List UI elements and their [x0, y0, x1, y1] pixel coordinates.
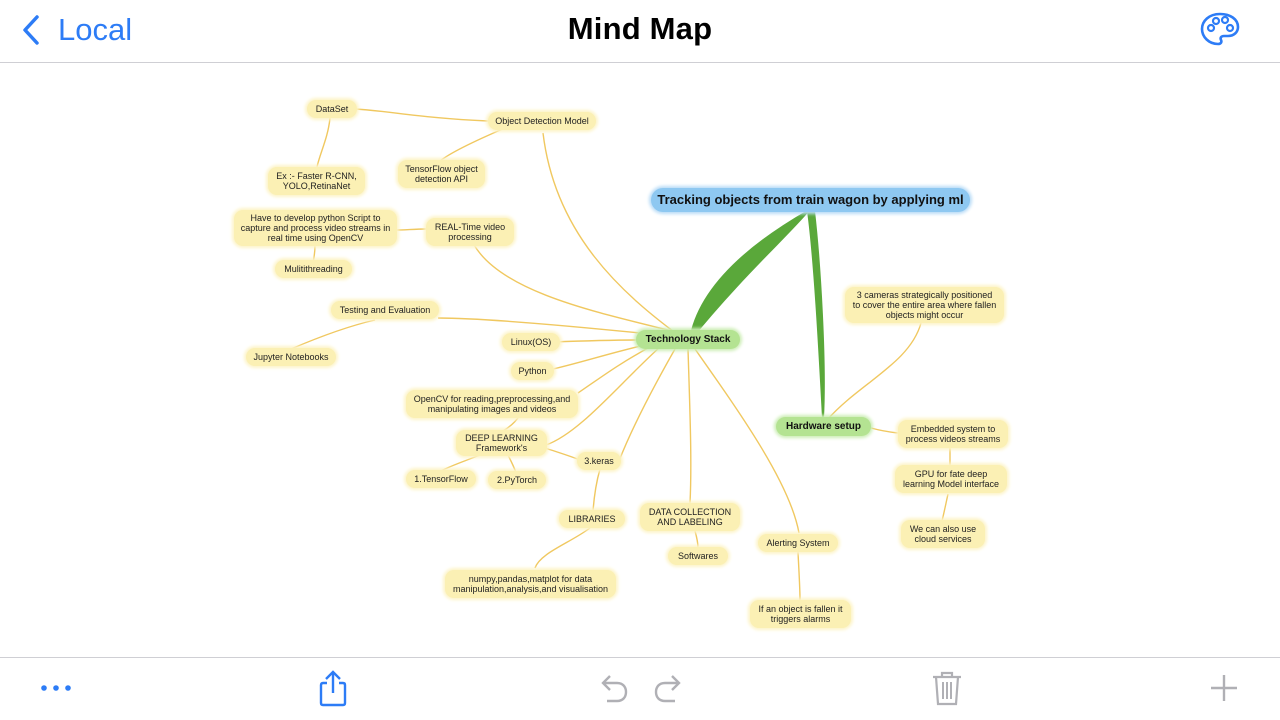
keras-node[interactable]: 3.keras	[577, 452, 621, 470]
hardware-setup-node[interactable]: Hardware setup	[776, 417, 871, 436]
alerting-node[interactable]: Alerting System	[758, 534, 838, 552]
link-hardware-cameras	[827, 322, 922, 420]
link-tech-keras	[618, 348, 676, 462]
share-icon	[319, 670, 347, 707]
data-collection-node[interactable]: DATA COLLECTION AND LABELING	[640, 503, 740, 531]
link-tech-python	[548, 344, 646, 371]
more-icon	[41, 685, 71, 691]
tensorflow-node[interactable]: 1.TensorFlow	[406, 470, 476, 488]
tensorflow-api-node[interactable]: TensorFlow object detection API	[398, 160, 485, 188]
back-button[interactable]: Local	[22, 10, 132, 50]
embedded-label: Embedded system to process videos stream…	[905, 424, 1001, 444]
dataset-node[interactable]: DataSet	[307, 100, 357, 118]
link-objdet-dataset	[354, 108, 489, 122]
python-script-label: Have to develop python Script to capture…	[240, 213, 391, 243]
mind-map-canvas[interactable]: Tracking objects from train wagon by app…	[0, 63, 1280, 657]
cloud-label: We can also use cloud services	[909, 524, 977, 544]
trash-icon	[933, 671, 961, 706]
multithreading-node[interactable]: Mulitithreading	[275, 260, 352, 278]
python-node[interactable]: Python	[511, 362, 554, 380]
link-tech-opencv	[577, 346, 651, 394]
back-label: Local	[58, 12, 133, 47]
redo-icon	[654, 675, 681, 703]
softwares-node[interactable]: Softwares	[668, 547, 728, 565]
rcnn-label: Ex :- Faster R-CNN, YOLO,RetinaNet	[276, 171, 357, 191]
link-tech-objdet	[542, 132, 686, 341]
root-node[interactable]: Tracking objects from train wagon by app…	[651, 188, 970, 212]
link-tech-linux	[552, 339, 641, 343]
numpy-node[interactable]: numpy,pandas,matplot for data manipulati…	[445, 570, 616, 598]
embedded-node[interactable]: Embedded system to process videos stream…	[898, 420, 1008, 448]
link-tech-realtime	[472, 242, 681, 334]
add-button[interactable]	[1206, 658, 1242, 718]
more-button[interactable]	[36, 658, 76, 718]
opencv-label: OpenCV for reading,preprocessing,and man…	[413, 394, 571, 414]
link-gpu-cloud	[941, 493, 949, 522]
testing-node[interactable]: Testing and Evaluation	[331, 301, 439, 319]
object-detection-node[interactable]: Object Detection Model	[488, 112, 596, 130]
tech-stack-node[interactable]: Technology Stack	[636, 330, 740, 349]
rcnn-node[interactable]: Ex :- Faster R-CNN, YOLO,RetinaNet	[268, 167, 365, 195]
plus-icon	[1211, 675, 1237, 701]
opencv-node[interactable]: OpenCV for reading,preprocessing,and man…	[406, 390, 578, 418]
navigation-bar: Local Mind Map	[0, 0, 1280, 63]
alarm-node[interactable]: If an object is fallen it triggers alarm…	[750, 600, 851, 628]
share-button[interactable]	[313, 658, 353, 718]
numpy-label: numpy,pandas,matplot for data manipulati…	[452, 574, 609, 594]
link-tech-testing	[437, 317, 641, 334]
undo-button[interactable]	[593, 658, 631, 718]
alarm-label: If an object is fallen it triggers alarm…	[758, 604, 843, 624]
linux-node[interactable]: Linux(OS)	[502, 333, 560, 351]
tensorflow-api-label: TensorFlow object detection API	[405, 164, 478, 184]
undo-icon	[601, 675, 628, 703]
gpu-label: GPU for fate deep learning Model interfa…	[902, 469, 1000, 489]
realtime-node[interactable]: REAL-Time video processing	[426, 218, 514, 246]
link-realtime-script	[396, 228, 427, 231]
link-libraries-numpy	[534, 527, 591, 569]
python-script-node[interactable]: Have to develop python Script to capture…	[234, 210, 397, 246]
delete-button[interactable]	[928, 658, 966, 718]
link-hardware-embedded	[867, 426, 899, 434]
link-datacoll-softwares	[694, 530, 699, 549]
link-tech-deeplearn	[545, 346, 661, 446]
gpu-node[interactable]: GPU for fate deep learning Model interfa…	[895, 465, 1007, 493]
page-title: Mind Map	[567, 11, 713, 46]
connection-lines	[290, 108, 951, 601]
link-deeplearn-tf	[440, 454, 481, 472]
cameras-node[interactable]: 3 cameras strategically positioned to co…	[845, 287, 1004, 323]
branch-root-tech-stack	[688, 210, 809, 344]
redo-button[interactable]	[651, 658, 689, 718]
link-deeplearn-keras	[544, 447, 581, 461]
bottom-toolbar	[0, 657, 1280, 720]
link-testing-jupyter	[290, 319, 376, 350]
link-dataset-rcnn	[316, 117, 331, 168]
link-objdet-tensorflow	[439, 127, 506, 162]
branch-root-hardware	[806, 210, 825, 419]
link-tech-alerting	[694, 348, 800, 534]
cloud-node[interactable]: We can also use cloud services	[901, 520, 985, 548]
realtime-label: REAL-Time video processing	[434, 222, 506, 242]
cameras-label: 3 cameras strategically positioned to co…	[852, 290, 997, 320]
link-tech-datacoll	[687, 348, 692, 504]
pytorch-node[interactable]: 2.PyTorch	[488, 471, 546, 489]
deep-learning-node[interactable]: DEEP LEARNING Framework's	[456, 430, 547, 456]
palette-icon[interactable]	[1199, 11, 1241, 47]
link-alerting-alarm	[797, 551, 801, 601]
chevron-left-icon	[23, 15, 39, 45]
jupyter-node[interactable]: Jupyter Notebooks	[246, 348, 336, 366]
link-keras-libraries	[592, 468, 601, 512]
data-collection-label: DATA COLLECTION AND LABELING	[648, 507, 732, 527]
deep-learning-label: DEEP LEARNING Framework's	[465, 433, 538, 453]
libraries-node[interactable]: LIBRARIES	[559, 510, 625, 528]
